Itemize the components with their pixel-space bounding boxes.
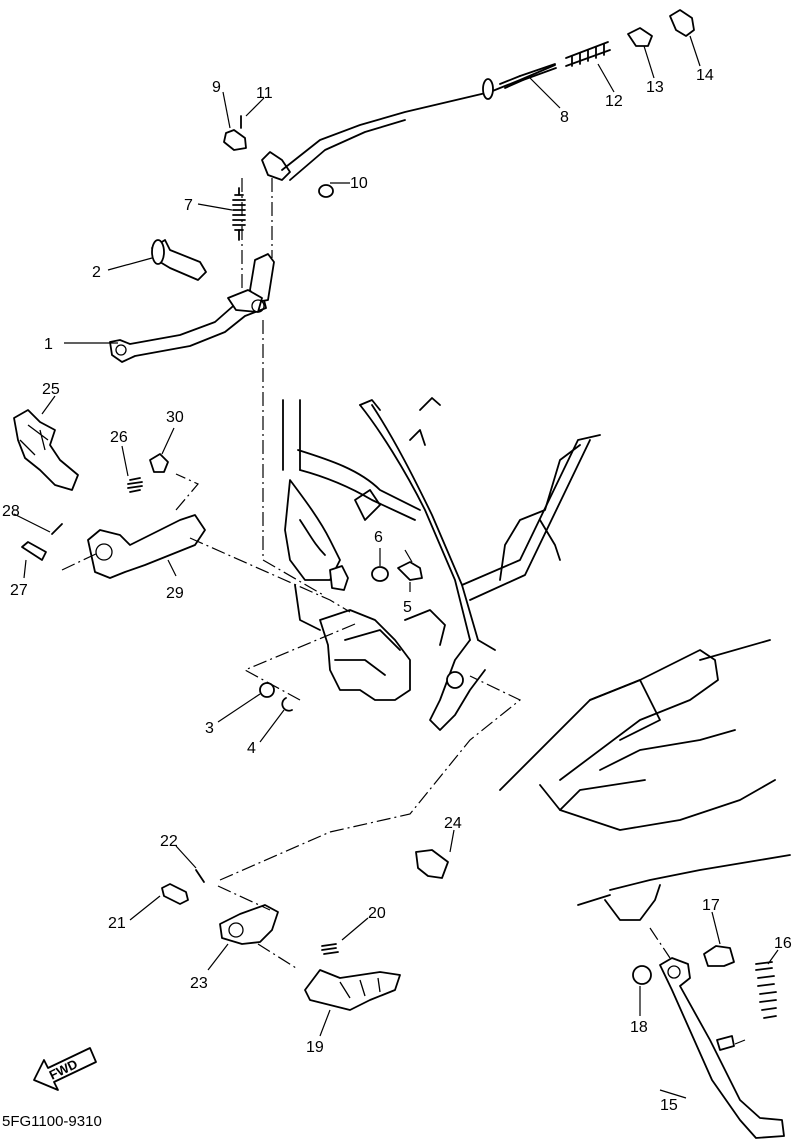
part-drawings [13,9,785,1139]
callout-1: 1 [44,336,53,353]
callout-3: 3 [205,720,214,737]
callout-16: 16 [774,935,792,952]
forward-direction-icon: FWD [33,1047,97,1091]
leader-lines [13,35,779,1099]
callout-24: 24 [444,815,462,832]
callout-29: 29 [166,585,184,602]
fwd-label: FWD [47,1056,80,1082]
callout-22: 22 [160,833,178,850]
callout-18: 18 [630,1019,648,1036]
callout-30: 30 [166,409,184,426]
callout-10: 10 [350,175,368,192]
callout-15: 15 [660,1097,678,1114]
callout-28: 28 [2,503,20,520]
callout-labels: 1 2 3 4 5 6 7 8 9 10 11 12 13 14 15 16 1… [2,67,792,1114]
callout-13: 13 [646,79,664,96]
callout-23: 23 [190,975,208,992]
callout-17: 17 [702,897,720,914]
callout-21: 21 [108,915,126,932]
callout-6: 6 [374,529,383,546]
callout-12: 12 [605,93,623,110]
callout-5: 5 [403,599,412,616]
callout-8: 8 [560,109,569,126]
callout-20: 20 [368,905,386,922]
callout-11: 11 [256,85,273,102]
callout-2: 2 [92,264,101,281]
callout-19: 19 [306,1039,324,1056]
callout-26: 26 [110,429,128,446]
callout-4: 4 [247,740,256,757]
callout-25: 25 [42,381,60,398]
frame-drawing [282,397,791,921]
callout-9: 9 [212,79,221,96]
callout-7: 7 [184,197,193,214]
assembly-lines [61,178,746,1045]
callout-27: 27 [10,582,28,599]
catalog-code: 5FG1100-9310 [2,1113,102,1130]
callout-14: 14 [696,67,714,84]
